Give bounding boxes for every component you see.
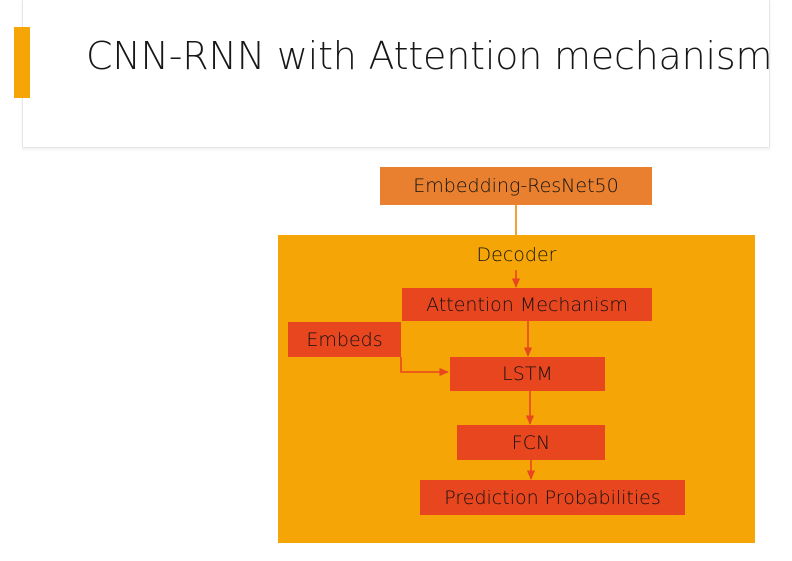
node-embeds[interactable]: Embeds — [288, 322, 401, 357]
node-fcn[interactable]: FCN — [457, 425, 605, 460]
title-accent-bar — [14, 27, 30, 98]
node-attention-mechanism[interactable]: Attention Mechanism — [402, 288, 652, 321]
node-prediction-probabilities[interactable]: Prediction Probabilities — [420, 480, 685, 515]
connector-embedding-to-decoder — [515, 205, 517, 236]
title-card — [22, 0, 770, 148]
page-title: CNN-RNN with Attention mechanism — [86, 34, 773, 78]
node-embedding-resnet50[interactable]: Embedding-ResNet50 — [380, 167, 652, 205]
node-lstm[interactable]: LSTM — [450, 357, 605, 391]
decoder-label: Decoder — [476, 244, 557, 266]
